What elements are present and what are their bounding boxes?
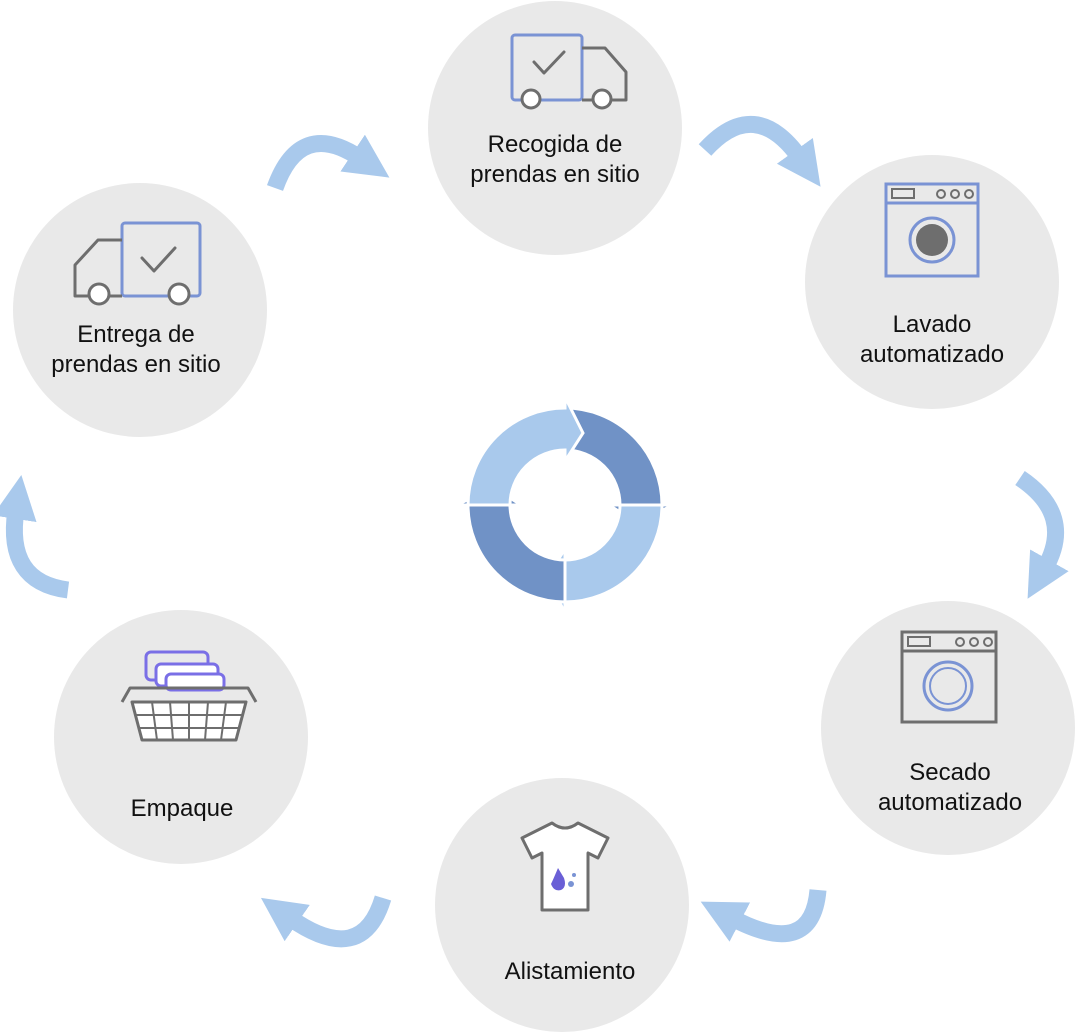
step-circle-pickup: [428, 1, 682, 255]
arrow-drying-to-preparation: [700, 888, 827, 943]
step-label-washing: Lavado automatizado: [859, 311, 1005, 368]
step-label-pickup: Recogida de prendas en sitio: [470, 131, 640, 188]
step-circle-drying: [821, 601, 1075, 855]
arrow-pickup-to-washing: [698, 116, 821, 187]
arrow-washing-to-drying: [1015, 470, 1069, 599]
laundry-basket-icon: [120, 650, 258, 742]
step-circle-washing: [805, 155, 1059, 409]
connector-arrows: [0, 116, 1069, 948]
cycle-arrows-icon: [456, 396, 674, 614]
arrow-preparation-to-packing: [260, 895, 392, 948]
arrow-packing-to-delivery: [0, 475, 70, 599]
step-label-delivery: Entrega de prendas en sitio: [51, 321, 221, 378]
stained-tshirt-icon: [520, 821, 610, 912]
arrow-delivery-to-pickup: [266, 134, 390, 192]
step-circle-delivery: [13, 183, 267, 437]
step-label-packing: Empaque: [130, 795, 234, 822]
step-label-drying: Secado automatizado: [877, 759, 1023, 816]
dryer-icon: [900, 630, 998, 724]
step-label-preparation: Alistamiento: [504, 958, 636, 985]
truck-check-icon: [510, 33, 628, 110]
delivery-truck-check-icon: [73, 221, 202, 306]
washing-machine-icon: [884, 182, 980, 278]
